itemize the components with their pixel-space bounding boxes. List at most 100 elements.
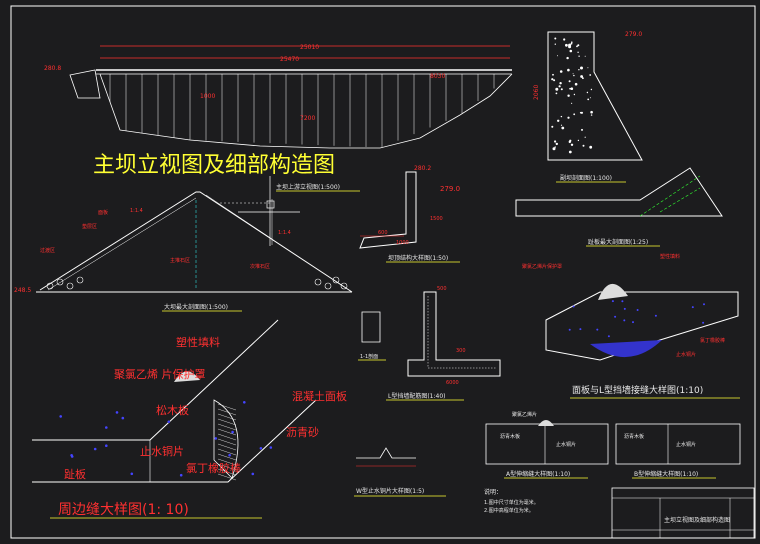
speckle [570, 87, 574, 90]
parapet-elevation-a: 280.2 [414, 165, 431, 172]
aggregate-dot [130, 472, 134, 476]
aggregate-dot [59, 415, 62, 418]
joint-detail-caption: 面板与L型挡墙接缝大样图(1:10) [572, 384, 703, 396]
aggregate-dot [231, 430, 234, 434]
aggregate-dot [259, 447, 263, 450]
speckle [554, 146, 556, 148]
speckle [577, 139, 580, 142]
slope-left: 1:1.4 [130, 208, 143, 214]
slope-right: 1:1.4 [278, 230, 291, 236]
parapet-dim-a: 600 [378, 230, 388, 236]
mid-dimension-3: 8030 [430, 73, 445, 80]
aggregate-dot [623, 319, 626, 322]
a-type-joint: 沥青木板 止水铜片 聚氯乙烯片 A型伸缩缝大样图(1:10) [485, 411, 609, 479]
speckle [584, 136, 586, 138]
aggregate-dot [579, 328, 582, 331]
aggregate-dot [121, 416, 125, 420]
speckle [555, 92, 558, 95]
speckle [554, 43, 556, 45]
speckle [551, 125, 554, 128]
toe-slab-section: 趾板最大剖面图(1:25) [515, 167, 723, 247]
speckle [576, 45, 578, 48]
rock [340, 282, 348, 290]
rock [76, 276, 84, 284]
aggregate-dot [179, 473, 183, 477]
b-joint-label-board: 沥青木板 [624, 433, 644, 440]
perim-label-toe: 趾板 [64, 467, 86, 481]
speckle [572, 73, 574, 75]
rock [324, 282, 332, 290]
speckle [568, 150, 572, 154]
l-wall-subcaption: 1-1剖面 [360, 353, 378, 360]
joint-label-cover: 聚氯乙烯片保护罩 [522, 263, 562, 270]
aggregate-dot [251, 472, 255, 476]
aggregate-dot [621, 300, 624, 303]
aggregate-dot [70, 454, 73, 457]
rock [46, 282, 54, 290]
speckle [565, 43, 568, 47]
aggregate-dot [614, 315, 617, 318]
parapet-dim-c: 1000 [396, 240, 409, 246]
speckle [554, 140, 557, 143]
face-slab-joint-detail: 聚氯乙烯片保护罩 塑性填料 氯丁橡胶棒 止水铜片 面板与L型挡墙接缝大样图(1:… [522, 253, 740, 399]
perimeter-joint-detail: 塑性填料 聚氯乙烯 片保护罩 松木板 混凝土面板 止水铜片 沥青砂 趾板 氯丁橡… [32, 319, 347, 519]
speckle [568, 140, 571, 144]
l-wall-caption: L型挡墙配筋图(1:40) [388, 392, 446, 400]
left-elevation-label: 280.8 [44, 65, 61, 72]
speckle [587, 98, 590, 101]
perim-label-rubber: 氯丁橡胶棒 [186, 461, 241, 475]
speckle [573, 74, 575, 77]
notes: 说明： 1.图中尺寸单位为毫米。 2.图中高程单位为米。 [484, 488, 539, 514]
speckle [569, 87, 571, 90]
perim-label-copper: 止水铜片 [140, 444, 184, 458]
rock [314, 278, 322, 286]
b-joint-label-copper: 止水铜片 [676, 441, 696, 448]
speckle [580, 75, 583, 78]
speckle [579, 111, 582, 114]
aggregate-dot [703, 303, 705, 306]
max-dam-section: 248.5 面板 垫层区 主堆石区 次堆石区 过渡区 1:1.4 1:1.4 大… [14, 191, 353, 312]
rock [56, 278, 64, 286]
speckle [569, 49, 573, 53]
speckle [590, 114, 593, 116]
rock [332, 276, 340, 284]
aggregate-dot [596, 328, 599, 331]
joint-label-rubber: 氯丁橡胶棒 [700, 337, 725, 344]
speckle [552, 73, 554, 76]
l-wall-dim-1: 500 [437, 286, 447, 292]
parapet-dim-b: 1500 [430, 216, 443, 222]
aggregate-dot [269, 446, 273, 449]
speckle [555, 87, 559, 91]
aggregate-dot [228, 453, 231, 457]
aggregate-dot [691, 306, 694, 309]
aggregate-dot [115, 411, 119, 414]
b-type-joint: 沥青木板 止水铜片 B型伸缩缝大样图(1:10) [615, 423, 741, 479]
notes-line-1: 1.图中尺寸单位为毫米。 [484, 499, 539, 506]
parapet-top-detail: 280.2 279.0 600 1500 1000 坝顶结构大样图(1:50) [359, 165, 460, 263]
elevation-caption: 主坝上游立视图(1:500) [276, 183, 340, 191]
speckle [554, 37, 557, 40]
speckle [566, 56, 569, 60]
l-wall-reinforcement: 1-1剖面 500 300 6000 L型挡墙配筋图(1:40) [358, 286, 501, 401]
notes-line-2: 2.图中高程单位为米。 [484, 507, 534, 514]
rock [66, 282, 74, 290]
crosshair-cursor [238, 176, 300, 246]
speckle [589, 74, 592, 76]
speckle [590, 110, 593, 114]
speckle [574, 82, 578, 86]
side-wall-dim: 2060 [533, 85, 540, 100]
notes-heading: 说明： [484, 488, 502, 496]
w-copper-caption: W型止水铜片大样图(1:5) [356, 487, 424, 495]
section-left-elevation: 248.5 [14, 287, 31, 294]
speckle [560, 115, 563, 118]
speckle [555, 142, 558, 146]
a-joint-label-pvc: 聚氯乙烯片 [512, 411, 537, 418]
overall-dimension: 25010 [300, 44, 319, 51]
aggregate-dot [572, 305, 575, 308]
speckle [552, 147, 556, 151]
speckle [551, 78, 554, 81]
perimeter-joint-caption: 周边缝大样图(1: 10) [58, 502, 189, 518]
speckle [578, 55, 580, 57]
aggregate-dot [623, 307, 626, 310]
